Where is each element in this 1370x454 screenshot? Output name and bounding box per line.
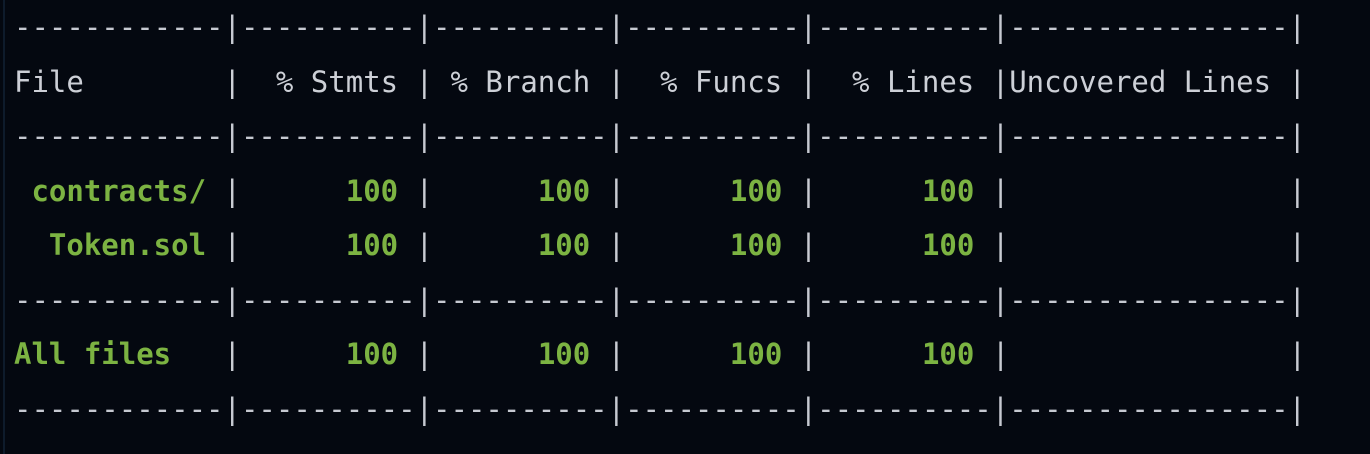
coverage-value: [1009, 228, 1288, 262]
column-divider: |: [415, 337, 434, 371]
column-divider: |: [223, 337, 241, 371]
coverage-value: 100: [817, 173, 992, 208]
column-divider: |: [991, 337, 1010, 371]
coverage-value: 100: [625, 228, 800, 262]
coverage-value: 100: [817, 337, 992, 371]
column-divider: |: [607, 337, 626, 371]
table-row-all-files: All files | 100 | 100 | 100 | 100 | |: [14, 327, 1354, 382]
table-header-row: File | % Stmts | % Branch | % Funcs | % …: [14, 64, 1307, 99]
column-divider: |: [991, 228, 1010, 262]
coverage-value: 100: [817, 228, 992, 262]
coverage-value: 100: [433, 228, 608, 262]
coverage-value: Token.sol: [14, 228, 224, 262]
coverage-value: 100: [433, 337, 608, 371]
table-separator-under-header: ------------|----------|----------|-----…: [14, 119, 1307, 153]
column-divider: |: [799, 337, 818, 371]
table-row-token-sol: Token.sol | 100 | 100 | 100 | 100 | |: [14, 218, 1354, 273]
coverage-value: 100: [240, 173, 416, 208]
table-separator-above-totals: ------------|----------|----------|-----…: [14, 282, 1307, 317]
column-divider: |: [223, 228, 241, 262]
column-divider: |: [415, 228, 434, 262]
table-separator-bottom: ------------|----------|----------|-----…: [14, 391, 1307, 426]
column-divider: |: [799, 173, 818, 208]
coverage-value: 100: [625, 337, 800, 371]
coverage-value: 100: [240, 228, 416, 262]
coverage-value: 100: [625, 173, 800, 208]
column-divider: |: [1288, 337, 1307, 371]
coverage-value: [1009, 337, 1288, 371]
coverage-value: [1009, 174, 1288, 208]
column-divider: |: [991, 173, 1010, 208]
column-divider: |: [1288, 173, 1307, 208]
column-divider: |: [223, 173, 241, 208]
column-divider: |: [607, 228, 626, 262]
column-divider: |: [607, 173, 626, 208]
coverage-value: contracts/: [14, 173, 224, 208]
coverage-value: 100: [433, 173, 608, 208]
coverage-value: 100: [240, 337, 416, 371]
table-separator-top: ------------|----------|----------|-----…: [14, 10, 1307, 44]
column-divider: |: [1288, 228, 1307, 262]
column-divider: |: [415, 173, 434, 208]
column-divider: |: [799, 228, 818, 262]
coverage-report-output: ------------|----------|----------|-----…: [14, 0, 1354, 436]
table-row-contracts-dir: contracts/ | 100 | 100 | 100 | 100 | |: [14, 164, 1354, 219]
coverage-value: All files: [14, 337, 224, 371]
